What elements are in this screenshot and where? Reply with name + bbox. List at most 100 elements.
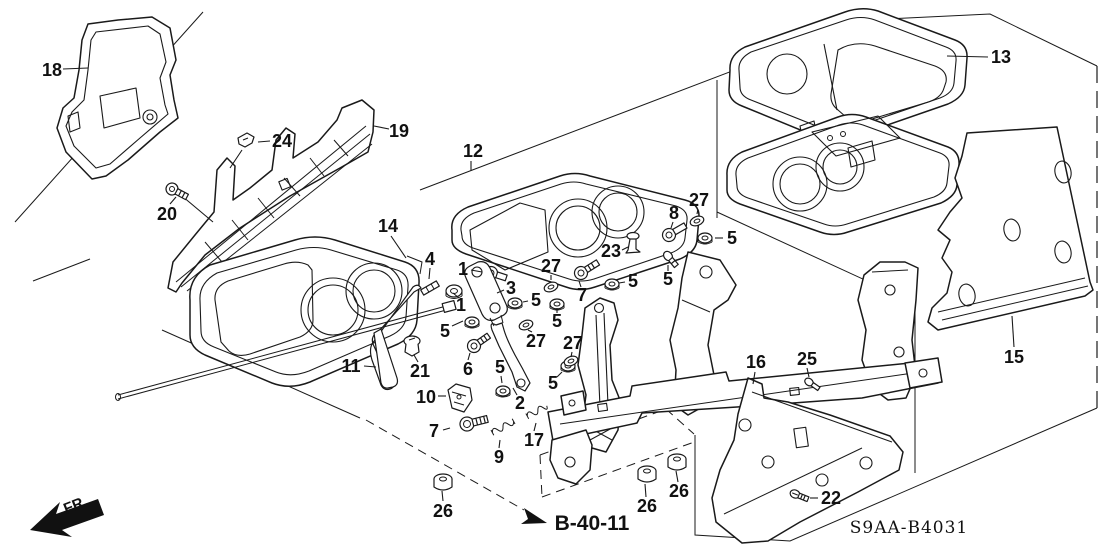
fr-direction: FR.	[30, 493, 104, 537]
part-callout-26: 26	[637, 496, 657, 516]
callout-leader-7	[442, 427, 451, 431]
part-callout-27: 27	[563, 333, 583, 353]
part-callout-13: 13	[991, 47, 1011, 67]
callout-leader-17	[533, 422, 537, 432]
part-callout-7: 7	[429, 421, 439, 441]
part-19-seat-back-board	[167, 99, 375, 293]
part-callout-5: 5	[531, 290, 541, 310]
spring-9-icon	[490, 418, 516, 436]
part-callout-5: 5	[628, 271, 638, 291]
part-callout-14: 14	[378, 216, 398, 236]
bolt-7b-icon	[459, 414, 489, 432]
part-callout-11: 11	[341, 356, 360, 376]
part-callout-26: 26	[669, 481, 689, 501]
part-callout-10: 10	[416, 387, 436, 407]
callout-leader-15	[1011, 315, 1015, 348]
spring-17-icon	[525, 405, 548, 420]
callout-leader-5	[618, 281, 626, 284]
callout-leader-4	[428, 267, 431, 280]
callout-leader-19	[373, 125, 390, 130]
part-callout-27: 27	[541, 256, 561, 276]
part-callout-9: 9	[494, 447, 504, 467]
callout-leader-23	[621, 246, 629, 251]
part-callout-5: 5	[495, 357, 505, 377]
part-callout-27: 27	[689, 190, 709, 210]
bolt-6-icon	[466, 332, 492, 354]
part-callout-22: 22	[821, 488, 841, 508]
part-callout-26: 26	[433, 501, 453, 521]
part-callout-18: 18	[42, 60, 62, 80]
callout-leader-27	[527, 329, 533, 333]
screw-25-icon	[804, 377, 821, 392]
part-callout-5: 5	[552, 311, 562, 331]
callout-leader-18	[62, 67, 89, 70]
callout-leader-13	[946, 55, 989, 58]
part-callout-2: 2	[515, 393, 525, 413]
callout-leader-5	[451, 320, 464, 327]
callout-leader-11	[363, 365, 377, 368]
clip-24-icon	[237, 132, 255, 148]
callout-leader-20	[169, 196, 177, 205]
part-callout-5: 5	[548, 373, 558, 393]
part-callout-1: 1	[458, 259, 468, 279]
fr-arrow-icon	[30, 499, 104, 537]
callout-leader-5	[556, 371, 563, 378]
reference-label: B-40-11	[555, 512, 630, 535]
callout-leader-26	[644, 483, 647, 498]
part-callout-16: 16	[746, 352, 766, 372]
part-callout-3: 3	[506, 278, 516, 298]
part-callout-24: 24	[272, 131, 292, 151]
grommet-26-icons	[433, 453, 687, 491]
callout-leader-16	[752, 371, 756, 385]
callout-leader-27	[696, 208, 699, 215]
part-callout-19: 19	[389, 121, 409, 141]
reference-b40-11: B-40-11	[521, 508, 630, 535]
screw-22-icon	[789, 489, 810, 503]
callout-leader-3	[496, 289, 505, 294]
part-callout-25: 25	[797, 349, 817, 369]
part-11-support-rod	[115, 284, 457, 401]
rivet-23-icon	[625, 231, 641, 254]
diagram-code: S9AA-B4031	[850, 518, 969, 538]
part-callout-7: 7	[577, 285, 587, 305]
screw-20-icon	[165, 182, 190, 201]
part-callout-20: 20	[157, 204, 177, 224]
part-callout-21: 21	[410, 361, 430, 381]
fasteners	[165, 132, 821, 503]
link-3-icon	[464, 261, 508, 321]
reference-arrow-icon	[521, 508, 547, 524]
lever-2-icon	[489, 314, 531, 392]
part-16-riser-bracket	[711, 377, 904, 544]
callout-leader-5	[522, 300, 529, 303]
part-callout-5: 5	[440, 321, 450, 341]
part-callout-4: 4	[425, 249, 435, 269]
callout-leader-5	[500, 375, 503, 384]
part-15-side-lining-panel	[927, 126, 1094, 331]
callout-leader-6	[467, 352, 471, 361]
bolt-7a-icon	[573, 259, 601, 281]
part-callout-5: 5	[727, 228, 737, 248]
part-13-table-lid	[728, 8, 968, 142]
part-14-cup-holder-tray	[189, 236, 423, 387]
pin-4-icon	[420, 280, 440, 296]
callout-leader-14	[390, 235, 407, 259]
callout-leader-1	[470, 269, 483, 273]
part-callout-15: 15	[1004, 347, 1024, 367]
callout-leader-25	[806, 367, 810, 378]
callout-leader-9	[498, 439, 501, 449]
callout-leader-24	[257, 140, 271, 143]
part-callout-6: 6	[463, 359, 473, 379]
part-callout-1: 1	[456, 295, 466, 315]
callout-leader-7	[578, 280, 582, 288]
clip-21-icon	[403, 335, 421, 357]
clip-10-icon	[447, 383, 473, 413]
part-13-tray-body	[726, 113, 960, 236]
callout-leader-1	[452, 292, 460, 299]
bolt-8-icon	[661, 222, 688, 243]
callout-leader-26	[441, 490, 444, 502]
part-callout-23: 23	[601, 241, 621, 261]
callout-leader-26	[675, 470, 679, 483]
